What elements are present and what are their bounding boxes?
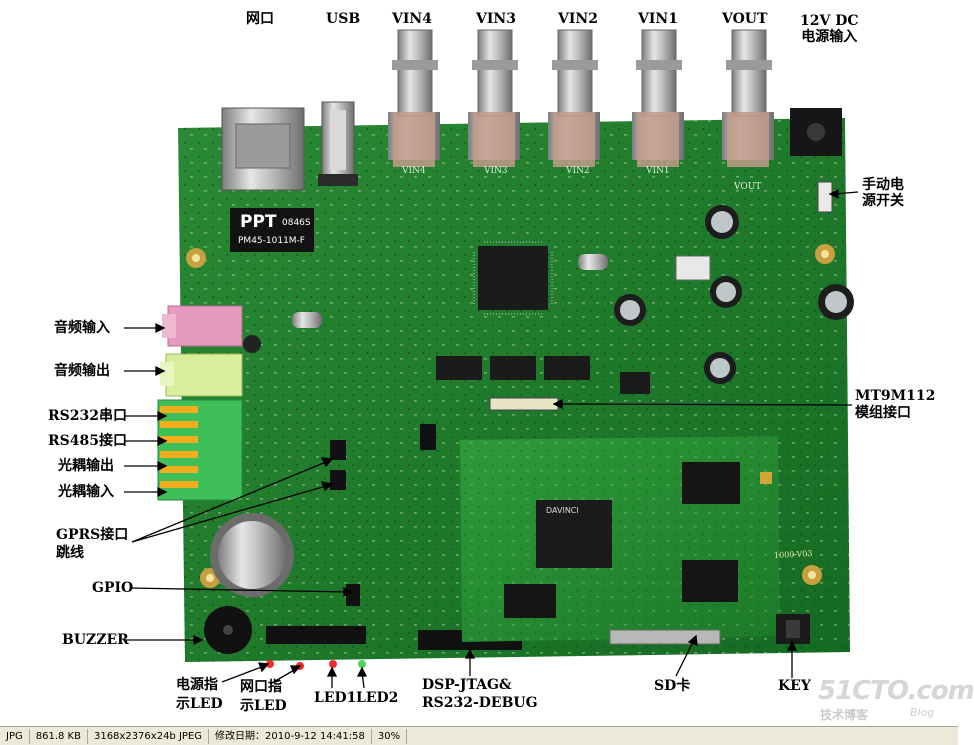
watermark-site: 51CTO.com: [818, 676, 974, 706]
bnc-vin2-icon: [548, 29, 600, 167]
silk-vin4: VIN4: [402, 166, 426, 176]
label-power-input: 12V DC 电源输入: [800, 13, 859, 45]
viewer-status-bar: JPG 861.8 KB 3168x2376x24b JPEG 修改日期：201…: [0, 726, 958, 745]
bnc-vin1-icon: [632, 29, 684, 167]
label-vin4: VIN4: [392, 11, 432, 27]
audio-jacks: [160, 305, 243, 397]
coin-battery-icon: [210, 513, 294, 597]
davinci-dsp-chip-icon: [536, 500, 612, 568]
label-mt9m112: MT9M112 模组接口: [855, 388, 936, 421]
label-gprs: GPRS接口 跳线: [56, 527, 129, 561]
pcb-photo: [124, 29, 859, 689]
bnc-connectors: [388, 29, 774, 167]
label-vin2: VIN2: [558, 11, 598, 27]
bnc-vin3-icon: [468, 29, 520, 167]
silk-vin1: VIN1: [646, 166, 670, 176]
electrolytic-capacitors: [243, 205, 854, 384]
label-opto-out: 光耦输出: [58, 458, 114, 474]
bnc-vout-icon: [722, 29, 774, 167]
label-vin1: VIN1: [638, 11, 678, 27]
label-led2: LED2: [356, 690, 399, 706]
watermark-sub-cn: 技术博客: [820, 708, 869, 722]
label-usb: USB: [326, 11, 361, 27]
silk-vin3: VIN3: [484, 166, 508, 176]
transformer-code: 0846S: [282, 218, 311, 228]
status-modified-label: 修改日期：: [215, 730, 266, 742]
label-opto-in: 光耦输入: [58, 484, 114, 500]
image-canvas: PPT 0846S PM45-1011M-F VIN4 VIN3 VIN2 VI…: [48, 11, 974, 722]
sd-card-slot-icon: [609, 629, 721, 645]
status-filesize: 861.8 KB: [30, 728, 88, 744]
ethernet-transformer-icon: [230, 208, 314, 252]
pin-headers: [266, 424, 522, 650]
label-net-port: 网口: [246, 11, 274, 27]
label-audio-out: 音频输出: [54, 363, 110, 379]
status-zoom[interactable]: 30%: [372, 728, 408, 744]
label-power-led: 电源指 示LED: [176, 677, 223, 712]
label-gpio: GPIO: [92, 580, 134, 596]
label-sd-card: SD卡: [654, 678, 691, 694]
label-dsp-jtag: DSP-JTAG& RS232-DEBUG: [422, 677, 538, 711]
video-decoder-chip-icon: [478, 246, 548, 310]
terminal-block-icon: [157, 399, 243, 501]
dsp-chip-marking: DAVINCI: [546, 506, 579, 515]
usb-connector-icon: [318, 101, 358, 186]
status-leds: [266, 660, 366, 670]
status-dimensions: 3168x2376x24b JPEG: [88, 728, 210, 744]
annotation-arrows: [124, 188, 859, 689]
ethernet-jack-icon: [221, 107, 305, 191]
status-modified: 修改日期：2010-9-12 14:41:58: [209, 728, 372, 744]
label-manual-switch: 手动电 源开关: [862, 177, 904, 209]
status-format: JPG: [0, 728, 30, 744]
label-led1: LED1: [314, 690, 357, 706]
audio-in-jack-icon: [167, 305, 243, 347]
transformer-brand: PPT: [240, 212, 277, 232]
buzzer-icon: [204, 606, 252, 654]
watermark-sub-en: Blog: [910, 706, 935, 719]
label-buzzer: BUZZER: [62, 632, 129, 648]
audio-out-jack-icon: [165, 353, 243, 397]
soic-chips: [436, 356, 650, 394]
status-modified-value: 2010-9-12 14:41:58: [265, 730, 365, 742]
label-vout: VOUT: [722, 11, 768, 27]
label-key: KEY: [778, 678, 811, 694]
power-switch-icon: [817, 181, 833, 213]
mounting-holes: [186, 244, 835, 588]
transformer-model: PM45-1011M-F: [238, 236, 305, 246]
label-rs485: RS485接口: [48, 433, 127, 449]
label-audio-in: 音频输入: [54, 320, 110, 336]
reset-key-icon: [776, 614, 810, 644]
silk-vout: VOUT: [734, 182, 762, 192]
label-rs232: RS232串口: [48, 408, 127, 424]
bnc-vin4-icon: [388, 29, 440, 167]
mt9m112-fpc-connector-icon: [489, 397, 559, 411]
site-watermark: 51CTO.com 技术博客 Blog: [812, 676, 974, 722]
silk-vin2: VIN2: [566, 166, 590, 176]
label-net-led: 网口指 示LED: [240, 679, 287, 714]
label-vin3: VIN3: [476, 11, 516, 27]
dc-power-jack-icon: [790, 108, 842, 156]
